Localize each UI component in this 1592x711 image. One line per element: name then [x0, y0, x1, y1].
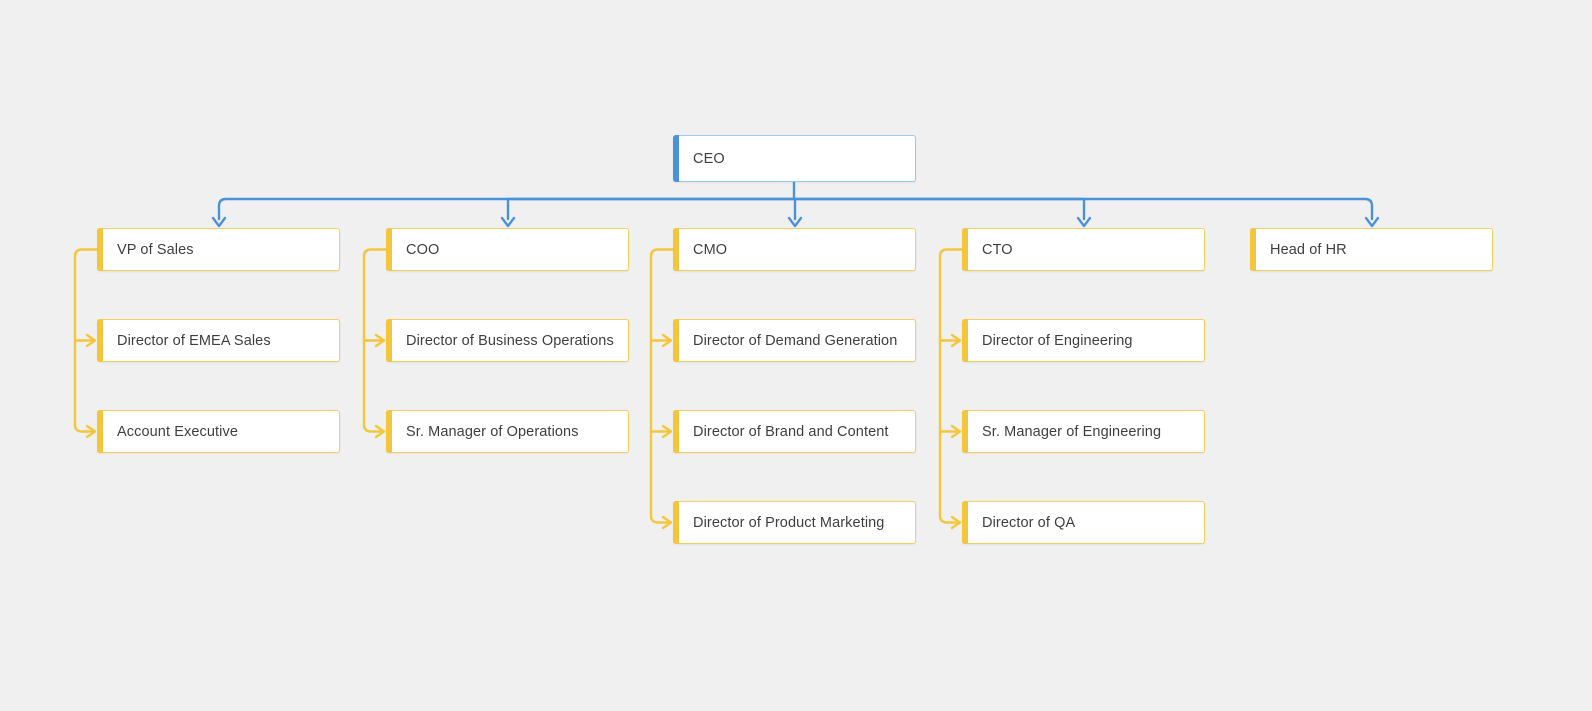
- org-node-dir-engineering[interactable]: Director of Engineering: [962, 319, 1205, 362]
- org-node-label: Head of HR: [1270, 241, 1347, 258]
- node-accent-bar: [673, 501, 679, 544]
- org-node-label: Sr. Manager of Operations: [406, 423, 579, 440]
- org-node-cmo[interactable]: CMO: [673, 228, 916, 271]
- node-accent-bar: [97, 228, 103, 271]
- org-node-label: Director of Brand and Content: [693, 423, 889, 440]
- arrow-down-cmo: [787, 216, 803, 228]
- org-node-sr-mgr-engineering[interactable]: Sr. Manager of Engineering: [962, 410, 1205, 453]
- org-node-vp-sales[interactable]: VP of Sales: [97, 228, 340, 271]
- org-node-cto[interactable]: CTO: [962, 228, 1205, 271]
- org-node-label: Director of QA: [982, 514, 1076, 531]
- arrow-down-cto: [1076, 216, 1092, 228]
- arrow-right-sr-mgr-ops: [374, 424, 386, 439]
- org-node-label: Director of Engineering: [982, 332, 1133, 349]
- org-node-label: Account Executive: [117, 423, 238, 440]
- root-edge-to-vp-sales: [217, 197, 796, 221]
- org-node-dir-emea-sales[interactable]: Director of EMEA Sales: [97, 319, 340, 362]
- org-node-label: Director of Product Marketing: [693, 514, 885, 531]
- node-accent-bar: [673, 319, 679, 362]
- arrow-right-dir-product-marketing: [661, 515, 673, 530]
- node-accent-bar: [962, 319, 968, 362]
- org-node-label: VP of Sales: [117, 241, 194, 258]
- arrow-right-dir-brand-content: [661, 424, 673, 439]
- node-accent-bar: [962, 228, 968, 271]
- child-trunk-vp-sales: [73, 248, 99, 433]
- arrow-down-coo: [500, 216, 516, 228]
- org-node-label: CEO: [693, 150, 725, 167]
- node-accent-bar: [962, 501, 968, 544]
- node-accent-bar: [386, 319, 392, 362]
- org-node-dir-product-marketing[interactable]: Director of Product Marketing: [673, 501, 916, 544]
- arrow-right-account-executive: [85, 424, 97, 439]
- org-node-dir-business-ops[interactable]: Director of Business Operations: [386, 319, 629, 362]
- org-node-label: CTO: [982, 241, 1013, 258]
- org-node-label: Director of Business Operations: [406, 332, 614, 349]
- org-node-label: Director of Demand Generation: [693, 332, 898, 349]
- arrow-right-dir-qa: [950, 515, 962, 530]
- node-accent-bar: [673, 228, 679, 271]
- node-accent-bar: [386, 410, 392, 453]
- arrow-right-dir-business-ops: [374, 333, 386, 348]
- org-node-dir-brand-content[interactable]: Director of Brand and Content: [673, 410, 916, 453]
- org-node-coo[interactable]: COO: [386, 228, 629, 271]
- org-node-sr-mgr-ops[interactable]: Sr. Manager of Operations: [386, 410, 629, 453]
- arrow-down-vp-sales: [211, 216, 227, 228]
- arrow-down-head-hr: [1364, 216, 1380, 228]
- child-trunk-coo: [362, 248, 388, 433]
- arrow-right-sr-mgr-engineering: [950, 424, 962, 439]
- arrow-right-dir-emea-sales: [85, 333, 97, 348]
- org-node-label: CMO: [693, 241, 728, 258]
- arrow-right-dir-demand-gen: [661, 333, 673, 348]
- org-node-dir-qa[interactable]: Director of QA: [962, 501, 1205, 544]
- root-edge-to-head-hr: [792, 197, 1374, 221]
- node-accent-bar: [962, 410, 968, 453]
- org-node-label: COO: [406, 241, 440, 258]
- org-node-label: Sr. Manager of Engineering: [982, 423, 1162, 440]
- org-node-account-executive[interactable]: Account Executive: [97, 410, 340, 453]
- node-accent-bar: [97, 410, 103, 453]
- org-node-dir-demand-gen[interactable]: Director of Demand Generation: [673, 319, 916, 362]
- node-accent-bar: [673, 410, 679, 453]
- node-accent-bar: [1250, 228, 1256, 271]
- node-accent-bar: [386, 228, 392, 271]
- arrow-right-dir-engineering: [950, 333, 962, 348]
- org-node-head-hr[interactable]: Head of HR: [1250, 228, 1493, 271]
- org-node-label: Director of EMEA Sales: [117, 332, 271, 349]
- child-trunk-cmo: [649, 248, 675, 524]
- child-trunk-cto: [938, 248, 964, 524]
- org-node-ceo[interactable]: CEO: [673, 135, 916, 182]
- node-accent-bar: [673, 135, 679, 182]
- node-accent-bar: [97, 319, 103, 362]
